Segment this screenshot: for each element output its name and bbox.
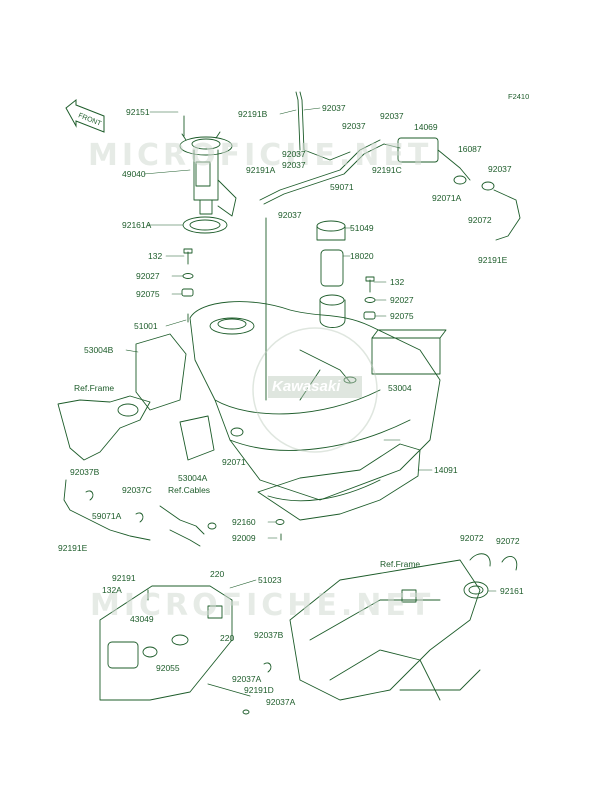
part-label: 14069 (414, 122, 438, 132)
part-label: 92191D (244, 685, 274, 695)
part-label: 92037 (380, 111, 404, 121)
part-label: 92072 (468, 215, 492, 225)
part-label: 92191C (372, 165, 402, 175)
fuel-pump-assembly (179, 115, 237, 217)
part-label: 92037B (254, 630, 284, 640)
part-label: 53004B (84, 345, 114, 355)
part-label: 92037A (266, 697, 296, 707)
part-label: 92191E (58, 543, 88, 553)
ref-frame-left (57, 395, 217, 547)
part-label: 92072 (496, 536, 520, 546)
part-label: 18020 (350, 251, 374, 261)
fuel-valve-assembly (99, 585, 233, 701)
part-label: 92009 (232, 533, 256, 543)
part-label: 92037A (232, 674, 262, 684)
part-label: 14091 (434, 465, 458, 475)
part-label: 220 (210, 569, 225, 579)
part-label: 92161A (122, 220, 152, 230)
part-label: 51049 (350, 223, 374, 233)
leader-lines (125, 107, 497, 592)
part-label: 92072 (460, 533, 484, 543)
part-label: 92037B (70, 467, 100, 477)
pad-53004 (371, 337, 441, 375)
part-label: 51023 (258, 575, 282, 585)
lower-cover (257, 443, 421, 521)
part-label: 92037 (278, 210, 302, 220)
part-label: 92151 (126, 107, 150, 117)
part-label: 92037 (322, 103, 346, 113)
part-label: 49040 (122, 169, 146, 179)
part-label: 92161 (500, 586, 524, 596)
fuel-tank (189, 301, 441, 501)
filler-neck-cap (316, 220, 346, 328)
part-label: Ref.Frame (380, 559, 421, 569)
part-label: 132 (148, 251, 163, 261)
part-label: Ref.Cables (168, 485, 211, 495)
part-label: 92075 (136, 289, 160, 299)
pad-53004a (179, 415, 215, 461)
part-label: 92191E (478, 255, 508, 265)
part-label: 92071 (222, 457, 246, 467)
part-label: 53004 (388, 383, 412, 393)
part-label: 92037 (342, 121, 366, 131)
part-label: Ref.Frame (74, 383, 115, 393)
part-label: 92037C (122, 485, 152, 495)
part-label: 16087 (458, 144, 482, 154)
ref-frame-right (289, 559, 489, 701)
part-label: 59071A (92, 511, 122, 521)
part-label: 92027 (136, 271, 160, 281)
part-label: 92055 (156, 663, 180, 673)
part-label: 92037 (282, 149, 306, 159)
figure-id: F2410 (508, 92, 530, 101)
watermark: MICROFICHE.NET (90, 588, 435, 623)
part-label: 132 (390, 277, 405, 287)
part-label: 92071A (432, 193, 462, 203)
part-label: 92037 (282, 160, 306, 170)
kawasaki-logo (252, 327, 378, 453)
part-label: 92027 (390, 295, 414, 305)
part-label: 92037 (488, 164, 512, 174)
part-label: 92191 (112, 573, 136, 583)
part-label: 92075 (390, 311, 414, 321)
fuel-hoses (259, 91, 521, 401)
part-label: 220 (220, 633, 235, 643)
part-label: 132A (102, 585, 122, 595)
kawasaki-logo-text: Kawasaki (272, 378, 341, 395)
pad-53004b (135, 333, 187, 411)
part-label: 43049 (130, 614, 154, 624)
bolt-set (181, 248, 376, 323)
front-arrow-icon: FRONT (65, 98, 105, 133)
part-label: 51001 (134, 321, 158, 331)
part-label: 59071 (330, 182, 354, 192)
part-label: 92191A (246, 165, 276, 175)
part-label: 92160 (232, 517, 256, 527)
part-label: 53004A (178, 473, 208, 483)
watermark: MICROFICHE.NET (88, 138, 433, 173)
part-label: 92191B (238, 109, 268, 119)
